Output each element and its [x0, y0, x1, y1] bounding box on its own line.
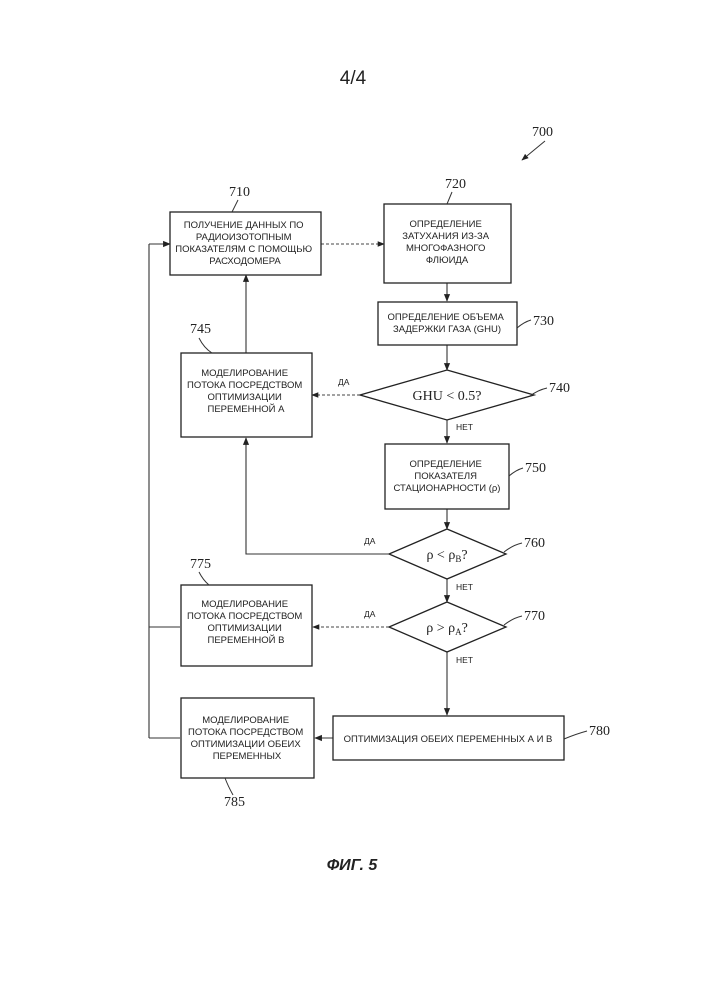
edge-740-yes-label: ДА [338, 377, 350, 387]
edge-770-no-label: НЕТ [456, 655, 473, 665]
figure-ref-arrow [522, 141, 545, 160]
decision-760-text: ρ < ρB? [426, 548, 467, 564]
edge-740-no-label: НЕТ [456, 422, 473, 432]
decision-770-ref: 770 [524, 609, 545, 624]
decision-760: ρ < ρB? [389, 529, 506, 579]
edge-770-yes-label: ДА [364, 609, 376, 619]
step-775-leader [199, 572, 209, 585]
step-730: ОПРЕДЕЛЕНИЕ ОБЪЕМА ЗАДЕРЖКИ ГАЗА (GHU) [378, 302, 517, 345]
step-785: МОДЕЛИРОВАНИЕ ПОТОКА ПОСРЕДСТВОМ ОПТИМИЗ… [181, 698, 314, 778]
decision-740-text: GHU < 0.5? [413, 389, 482, 404]
step-780-text: ОПТИМИЗАЦИЯ ОБЕИХ ПЕРЕМЕННЫХ А И В [344, 734, 553, 745]
decision-740-leader [530, 388, 547, 396]
step-710-leader [232, 200, 238, 212]
decision-740-ref: 740 [549, 381, 570, 396]
step-730-ref: 730 [533, 314, 554, 329]
step-710: ПОЛУЧЕНИЕ ДАННЫХ ПО РАДИОИЗОТОПНЫМ ПОКАЗ… [170, 212, 321, 275]
step-780: ОПТИМИЗАЦИЯ ОБЕИХ ПЕРЕМЕННЫХ А И В [333, 716, 564, 760]
step-780-leader [564, 731, 587, 739]
step-745-leader [199, 338, 212, 353]
step-785-leader [225, 778, 233, 795]
edge-760-yes-label: ДА [364, 536, 376, 546]
step-750-leader [509, 468, 523, 476]
step-775: МОДЕЛИРОВАНИЕ ПОТОКА ПОСРЕДСТВОМ ОПТИМИЗ… [181, 585, 312, 666]
page-number: 4/4 [340, 68, 367, 89]
decision-770: ρ > ρA? [389, 602, 506, 652]
decision-770-text: ρ > ρA? [426, 621, 468, 637]
step-750-ref: 750 [525, 461, 546, 476]
figure-ref-700: 700 [532, 125, 553, 140]
step-745: МОДЕЛИРОВАНИЕ ПОТОКА ПОСРЕДСТВОМ ОПТИМИЗ… [181, 353, 312, 437]
edge-760-no-label: НЕТ [456, 582, 473, 592]
decision-770-leader [504, 616, 522, 625]
decision-760-leader [504, 543, 522, 552]
figure-caption: ФИГ. 5 [327, 857, 379, 874]
step-785-ref: 785 [224, 795, 245, 810]
step-720: ОПРЕДЕЛЕНИЕ ЗАТУХАНИЯ ИЗ-ЗА МНОГОФАЗНОГО… [384, 204, 511, 283]
step-730-text: ОПРЕДЕЛЕНИЕ ОБЪЕМА ЗАДЕРЖКИ ГАЗА (GHU) [388, 312, 507, 335]
step-730-leader [517, 320, 531, 328]
step-710-ref: 710 [229, 185, 250, 200]
step-780-ref: 780 [589, 724, 610, 739]
step-720-ref: 720 [445, 177, 466, 192]
decision-760-ref: 760 [524, 536, 545, 551]
step-720-leader [447, 192, 452, 204]
step-750: ОПРЕДЕЛЕНИЕ ПОКАЗАТЕЛЯ СТАЦИОНАРНОСТИ (ρ… [385, 444, 509, 509]
step-745-ref: 745 [190, 322, 211, 337]
decision-740: GHU < 0.5? [360, 370, 534, 420]
step-775-ref: 775 [190, 557, 211, 572]
